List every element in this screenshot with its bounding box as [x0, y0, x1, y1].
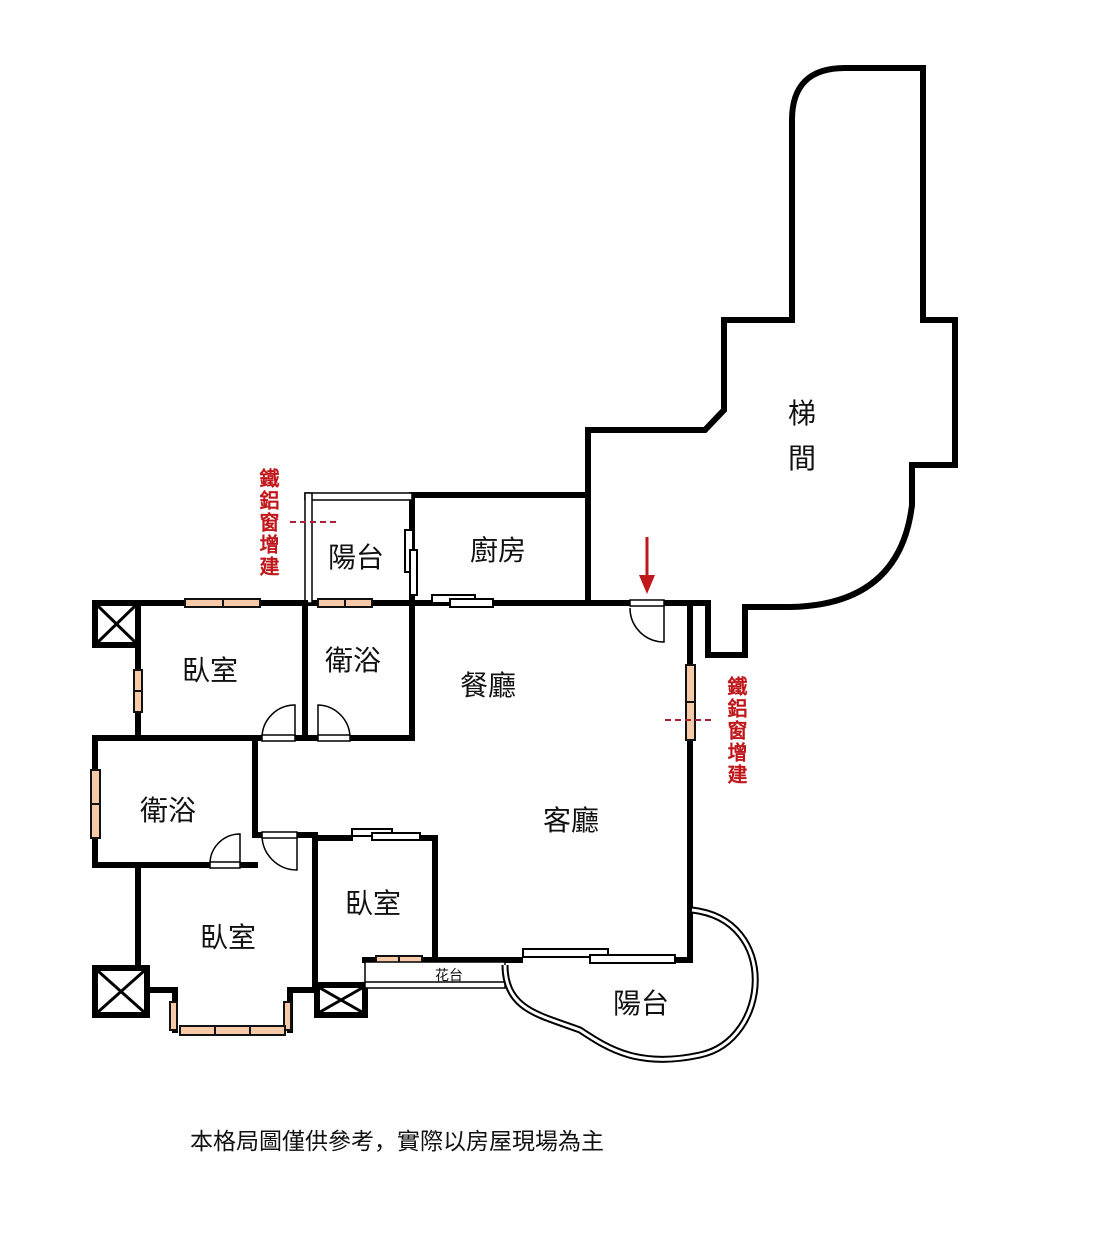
bathroom-1-label: 衛浴 — [325, 644, 381, 677]
dining-label: 餐廳 — [460, 669, 516, 702]
annotation-left: 鐵鋁窗增建 — [256, 468, 280, 578]
sliding-doors — [351, 529, 676, 964]
small-balcony-label: 陽台 — [328, 541, 384, 574]
shaft-box — [92, 600, 368, 1018]
entrance-arrow-icon — [639, 537, 655, 594]
living-label: 客廳 — [543, 804, 599, 837]
bedroom-3-label: 臥室 — [200, 921, 256, 954]
bedroom-1-label: 臥室 — [182, 654, 238, 687]
swing-doors — [209, 599, 665, 871]
balcony-rail-left — [304, 492, 313, 604]
stairwell-label-2: 間 — [788, 442, 816, 475]
stairwell-wall — [585, 65, 958, 658]
balcony-rail-top — [304, 492, 413, 501]
large-balcony-label: 陽台 — [613, 987, 669, 1020]
planter-label: 花台 — [435, 968, 463, 984]
balcony-rail-curve — [501, 906, 759, 1063]
bathroom-2-label: 衛浴 — [140, 794, 196, 827]
bedroom-2-label: 臥室 — [345, 887, 401, 920]
disclaimer: 本格局圖僅供參考，實際以房屋現場為主 — [190, 1129, 604, 1155]
stairwell-label-1: 梯 — [788, 397, 816, 430]
annotation-right: 鐵鋁窗增建 — [724, 676, 748, 786]
kitchen-label: 廚房 — [470, 534, 526, 567]
